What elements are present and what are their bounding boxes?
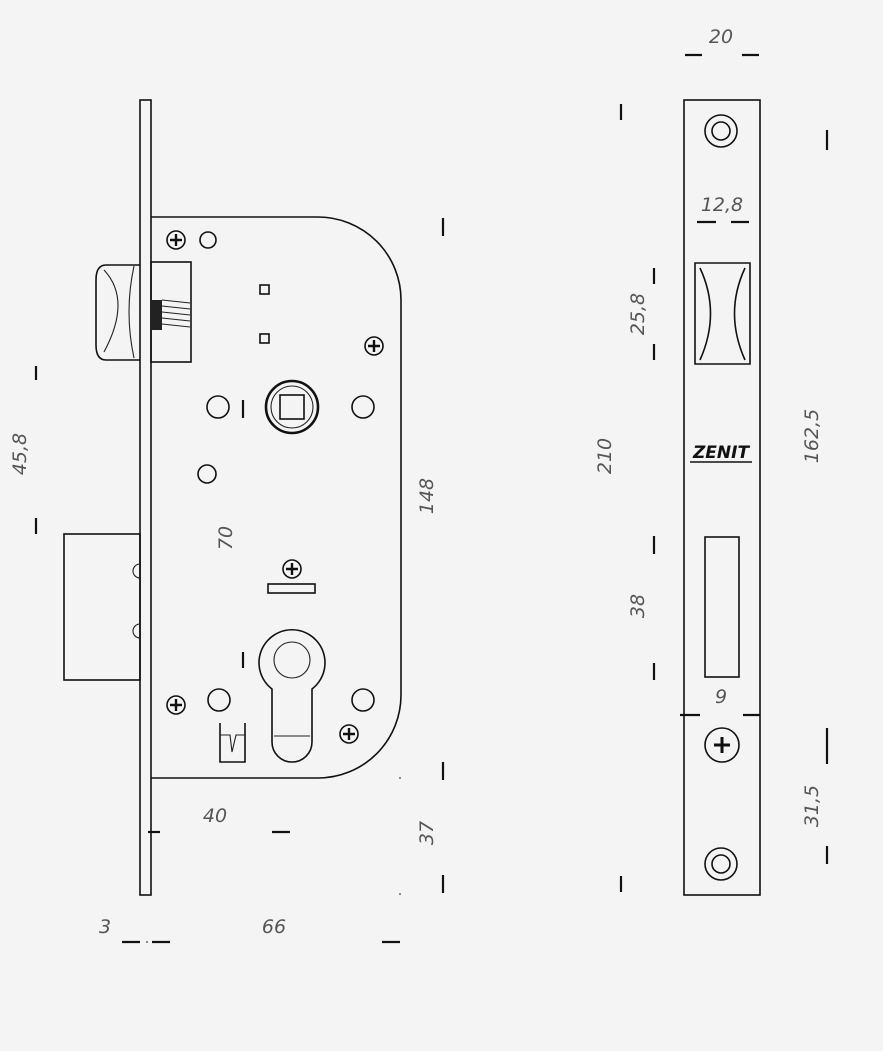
dim-backset: 66 bbox=[262, 916, 286, 938]
small-square-upper bbox=[259, 284, 270, 295]
case-holes bbox=[197, 231, 375, 712]
dim-latch-height: 38 bbox=[627, 594, 649, 618]
faceplate-screw bbox=[704, 727, 740, 763]
side-dimension-ticks bbox=[34, 218, 445, 944]
deadbolt-window bbox=[694, 262, 751, 365]
dim-bottom-offset: 37 bbox=[416, 821, 438, 845]
deadbolt bbox=[95, 261, 192, 363]
dim-bolt-height: 25,8 bbox=[627, 293, 649, 335]
side-view: 45,8 70 148 40 37 3 66 bbox=[9, 99, 445, 944]
case-screw-middle bbox=[282, 559, 302, 579]
spring-clip bbox=[219, 723, 246, 763]
dim-faceplate-length: 210 bbox=[594, 438, 616, 474]
case-screw-right bbox=[364, 336, 384, 356]
small-square-lower bbox=[259, 333, 270, 344]
dim-latch-width: 9 bbox=[715, 686, 727, 708]
side-faceplate bbox=[139, 99, 152, 896]
front-dimension-ticks bbox=[619, 53, 829, 892]
faceplate-hole-top bbox=[704, 114, 738, 148]
dim-fixing-distance: 162,5 bbox=[801, 409, 823, 463]
cylinder-cutout bbox=[258, 629, 326, 763]
lock-case bbox=[151, 216, 402, 779]
front-faceplate bbox=[683, 99, 761, 896]
case-screw-bottom-left bbox=[166, 695, 186, 715]
dim-screw-distance: 31,5 bbox=[801, 785, 823, 827]
side-dash-marks bbox=[146, 777, 401, 943]
latch-bolt bbox=[63, 533, 141, 681]
dim-bolt-width: 12,8 bbox=[701, 194, 743, 216]
brand-logo: ZENIT bbox=[692, 443, 750, 463]
slot bbox=[267, 583, 316, 594]
dim-center-distance: 70 bbox=[215, 526, 237, 550]
front-view: ZENIT bbox=[594, 26, 829, 896]
follower bbox=[264, 379, 320, 435]
case-screw-top bbox=[166, 230, 186, 250]
dim-backset-follower: 45,8 bbox=[9, 433, 31, 475]
dim-case-height: 148 bbox=[416, 478, 438, 514]
case-screw-bottom-right bbox=[339, 724, 359, 744]
latch-window bbox=[704, 536, 740, 678]
dim-cylinder-offset: 40 bbox=[203, 805, 227, 827]
dim-plate-thickness: 3 bbox=[99, 916, 111, 938]
dim-faceplate-width: 20 bbox=[709, 26, 733, 48]
faceplate-hole-bottom bbox=[704, 847, 738, 881]
